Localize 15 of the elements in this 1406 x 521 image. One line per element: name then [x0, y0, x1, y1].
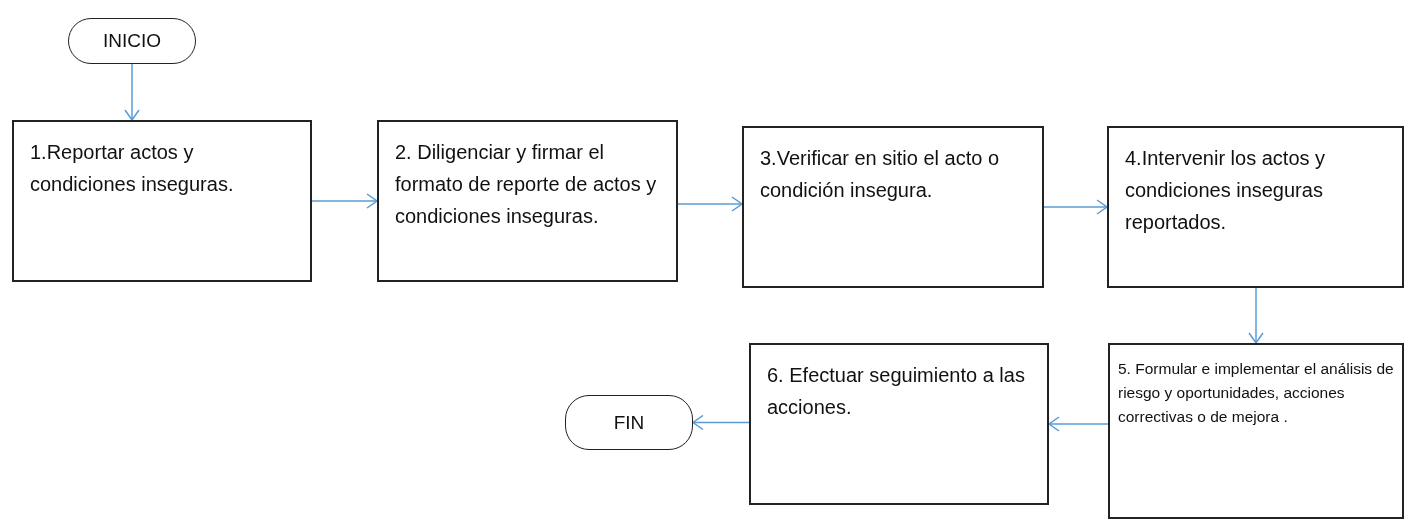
process-box: 6. Efectuar seguimiento a las acciones.	[749, 343, 1049, 505]
arrow	[692, 414, 750, 431]
terminator: INICIO	[68, 18, 196, 64]
process-box: 1.Reportar actos y condiciones inseguras.	[12, 120, 312, 282]
process-box: 4.Intervenir los actos y condiciones inseguras reportados.	[1107, 126, 1404, 288]
arrow	[1043, 199, 1108, 215]
arrow	[124, 63, 140, 121]
terminator: FIN	[565, 395, 693, 450]
arrow	[1248, 287, 1264, 344]
process-box: 5. Formular e implementar el análisis de riesgo y oportunidades, acciones correctivas o de mejora .	[1108, 343, 1404, 519]
arrow	[311, 193, 378, 209]
process-box: 2. Diligenciar y firmar el formato de reporte de actos y condiciones inseguras.	[377, 120, 678, 282]
arrow	[677, 196, 743, 212]
arrow	[1048, 416, 1109, 432]
process-box: 3.Verificar en sitio el acto o condición insegura.	[742, 126, 1044, 288]
